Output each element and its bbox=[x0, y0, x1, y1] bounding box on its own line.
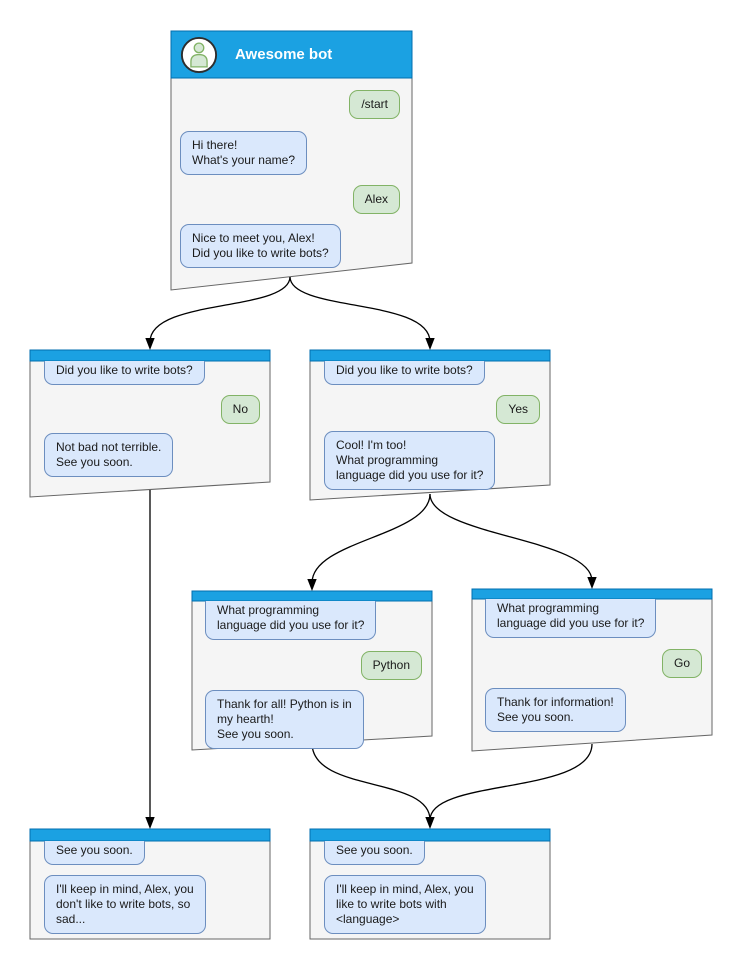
bot-title: Awesome bot bbox=[235, 46, 333, 63]
branch-python-body: What programming language did you use fo… bbox=[192, 601, 432, 749]
connector-arrowheads bbox=[145, 338, 597, 829]
chat-bubble-user: /start bbox=[349, 90, 400, 119]
titlebar-end-no bbox=[29, 828, 271, 842]
arrowhead-python bbox=[307, 579, 317, 591]
connector-yes-to-python bbox=[311, 493, 431, 584]
chat-bubble-user: Alex bbox=[352, 185, 400, 214]
titlebar-branch-no bbox=[29, 349, 271, 362]
chat-bubble-bot: See you soon. bbox=[324, 841, 425, 865]
chat-bubble-bot: Nice to meet you, Alex! Did you like to … bbox=[180, 224, 341, 268]
chat-bubble-user: Go bbox=[661, 649, 702, 678]
titlebar-end-yes bbox=[309, 828, 551, 842]
main-chat-header: Awesome bot bbox=[171, 31, 412, 78]
connector-python-to-end bbox=[311, 742, 431, 821]
arrowhead-yes bbox=[425, 338, 435, 350]
connector-yes-to-go bbox=[429, 493, 593, 582]
chat-bubble-bot: What programming language did you use fo… bbox=[485, 599, 657, 638]
chat-bubble-bot: Thank for all! Python is in my hearth! S… bbox=[205, 690, 364, 749]
end-no-body: See you soon. I'll keep in mind, Alex, yo… bbox=[30, 841, 270, 939]
chat-bubble-bot: Did you like to write bots? bbox=[44, 361, 205, 385]
chat-bubble-bot: See you soon. bbox=[44, 841, 145, 865]
connector-main-to-no bbox=[149, 276, 291, 343]
chat-bubble-bot: Did you like to write bots? bbox=[324, 361, 485, 385]
chat-bubble-bot: Thank for information! See you soon. bbox=[485, 688, 626, 732]
arrowhead-no bbox=[145, 338, 155, 350]
branch-go-body: What programming language did you use fo… bbox=[472, 599, 712, 735]
chat-bubble-bot: What programming language did you use fo… bbox=[205, 601, 377, 640]
titlebar-branch-python bbox=[191, 590, 433, 602]
connector-main-to-yes bbox=[289, 276, 431, 343]
chat-bubble-bot: Cool! I'm too! What programming language… bbox=[324, 431, 496, 490]
chat-bubble-user: No bbox=[220, 395, 260, 424]
chat-bubble-user: Yes bbox=[496, 395, 540, 424]
arrowhead-end-no bbox=[145, 817, 155, 829]
end-yes-body: See you soon. I'll keep in mind, Alex, yo… bbox=[310, 841, 550, 939]
chat-bubble-bot: Not bad not terrible. See you soon. bbox=[44, 433, 174, 477]
connector-go-to-end bbox=[429, 743, 593, 821]
titlebar-branch-go bbox=[471, 588, 713, 600]
titlebar-main bbox=[170, 30, 413, 79]
chat-bubble-bot: I'll keep in mind, Alex, you don't like … bbox=[44, 875, 206, 934]
arrowhead-end-yes bbox=[425, 817, 435, 829]
chat-bubble-bot: I'll keep in mind, Alex, you like to wri… bbox=[324, 875, 486, 934]
arrowhead-go bbox=[587, 577, 597, 589]
chat-bubble-bot: Hi there! What's your name? bbox=[180, 131, 308, 175]
titlebar-branch-yes bbox=[309, 349, 551, 362]
chat-bubble-user: Python bbox=[360, 651, 422, 680]
connector-lines bbox=[149, 276, 593, 821]
bot-avatar-icon bbox=[180, 36, 218, 73]
